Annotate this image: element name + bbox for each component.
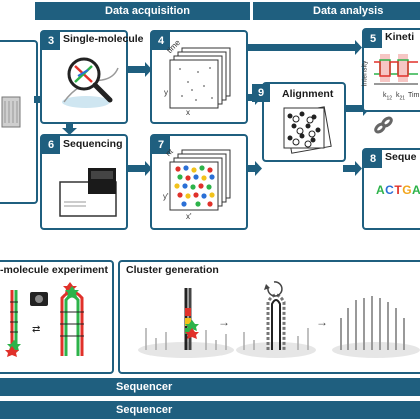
sequencer-icon [59, 168, 117, 217]
alignment-image [283, 106, 332, 154]
y-axis-label: y [164, 88, 168, 97]
instrument-icon [1, 96, 21, 128]
sequencer-bar-1: Sequencer [0, 378, 420, 396]
magnifier-icon [62, 57, 119, 108]
data-acquisition-label: Data acquisition [105, 5, 190, 17]
svg-text:→: → [316, 315, 328, 329]
k12-label: k12 [383, 92, 393, 102]
sequencing-title: Sequencing [63, 138, 123, 150]
seq-letter: C [385, 183, 395, 197]
svg-text:→: → [218, 315, 230, 329]
step-4-badge: 4 [152, 32, 170, 50]
step-9-badge: 9 [252, 84, 270, 102]
kinetics-trace [374, 54, 418, 85]
step-6-badge: 6 [42, 136, 60, 154]
time-frame-stack [169, 47, 231, 109]
sequencer-bar-2-label: Sequencer [116, 404, 173, 416]
molecule-experiment-title: -molecule experiment [0, 264, 108, 276]
seq-letter: A [412, 183, 420, 197]
y-prime-axis-label: y' [163, 192, 169, 201]
x-axis-label: x [186, 108, 190, 117]
step-7-badge: 7 [152, 136, 170, 154]
sequencer-bar-1-label: Sequencer [116, 381, 173, 393]
sequence-title: Seque [385, 151, 417, 163]
time-label: Tim [408, 92, 420, 99]
step-5-badge: 5 [364, 30, 382, 48]
sequencer-bar-2: Sequencer [0, 401, 420, 419]
data-analysis-label: Data analysis [313, 5, 384, 17]
seq-letter: G [402, 183, 413, 197]
data-acquisition-header: Data acquisition [35, 2, 250, 20]
svg-text:⇄: ⇄ [32, 324, 40, 335]
seq-letter: A [376, 183, 386, 197]
molecule-experiment-box [0, 260, 114, 374]
x-prime-axis-label: x' [186, 212, 192, 221]
molecule-experiment-illustration: ⇄ [5, 282, 84, 357]
cluster-frame-stack [169, 149, 231, 211]
k21-label: k21 [396, 92, 406, 102]
step-8-badge: 8 [364, 150, 382, 168]
alignment-title: Alignment [282, 88, 334, 100]
single-molecule-title: Single-molecule [63, 33, 144, 45]
seq-letter: T [394, 183, 403, 197]
data-analysis-header: Data analysis [253, 2, 420, 20]
kinetics-title: Kineti [385, 31, 415, 43]
step-3-badge: 3 [42, 32, 60, 50]
cluster-generation-title: Cluster generation [126, 264, 219, 276]
intensity-axis-label: Intensity [361, 60, 369, 87]
sequence-letters: ACTGAC [376, 183, 420, 197]
cluster-generation-illustration: → → [138, 281, 420, 358]
